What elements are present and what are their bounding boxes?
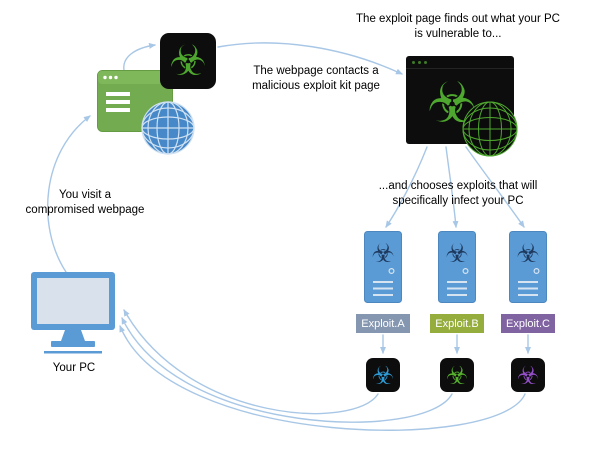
payload-icon-c: ☣ [511,358,545,392]
monitor-screen [37,278,109,324]
biohazard-icon: ☣ [445,239,468,269]
server-body [509,231,547,303]
server-body [364,231,402,303]
wireframe-globe-icon [462,101,518,157]
server-led [533,267,540,274]
monitor-neck [61,330,85,341]
exploit-server-icon-a: ☣ [364,231,402,303]
annotation-webpage-contacts: The webpage contacts a malicious exploit… [252,65,380,93]
arrow-payload-c-to-pc [119,325,526,431]
exploit-badge-c: Exploit.C [501,314,555,333]
titlebar-dot [412,61,415,64]
arrow-payload-a-to-pc [123,309,379,415]
globe-grid [462,101,518,157]
arrow-payload-b-to-pc [121,317,453,423]
menu-lines-icon [106,92,130,112]
titlebar-dot [418,61,421,64]
biohazard-icon: ☣ [371,239,394,269]
annotation-exploit-scan: The exploit page finds out what your PC … [356,13,560,41]
window-titlebar [406,56,514,69]
payload-icon-b: ☣ [440,358,474,392]
arrow-group [47,42,531,431]
exploit-server-icon-c: ☣ [509,231,547,303]
browser-titlebar [98,71,172,84]
arrow-exploit-kit-to-server-a [385,146,428,228]
arrow-browser-to-malware-page [123,42,156,71]
biohazard-icon: ☣ [169,36,207,85]
server-slots [373,281,393,296]
monitor-base [51,341,95,347]
server-led [462,267,469,274]
annotation-you-visit: You visit a compromised webpage [25,189,145,217]
arrow-pc-to-browser [47,115,91,273]
payload-icon-a: ☣ [366,358,400,392]
globe-grid [141,101,195,155]
exploit-kit-page-icon: ☣ [406,56,514,144]
server-slots [447,281,467,296]
pc-label: Your PC [52,362,96,374]
server-body [438,231,476,303]
globe-icon [141,101,195,155]
malware-page-icon: ☣ [160,33,216,89]
biohazard-icon: ☣ [516,239,539,269]
arrow-exploit-kit-to-server-c [465,146,525,228]
arrow-malware-page-to-exploit-kit [217,42,403,75]
server-led [388,267,395,274]
arrow-exploit-kit-to-server-b [445,146,459,228]
biohazard-icon: ☣ [371,360,395,390]
exploit-server-icon-b: ☣ [438,231,476,303]
exploit-badge-b: Exploit.B [430,314,484,333]
exploit-badge-a: Exploit.A [356,314,410,333]
monitor-base-line [44,351,102,354]
server-slots [518,281,538,296]
biohazard-icon: ☣ [445,360,469,390]
biohazard-icon: ☣ [516,360,540,390]
window-controls [103,75,118,80]
pc-monitor-icon [31,272,115,354]
titlebar-dot [424,61,427,64]
annotation-chooses-exploits: ...and chooses exploits that will specif… [378,180,538,208]
